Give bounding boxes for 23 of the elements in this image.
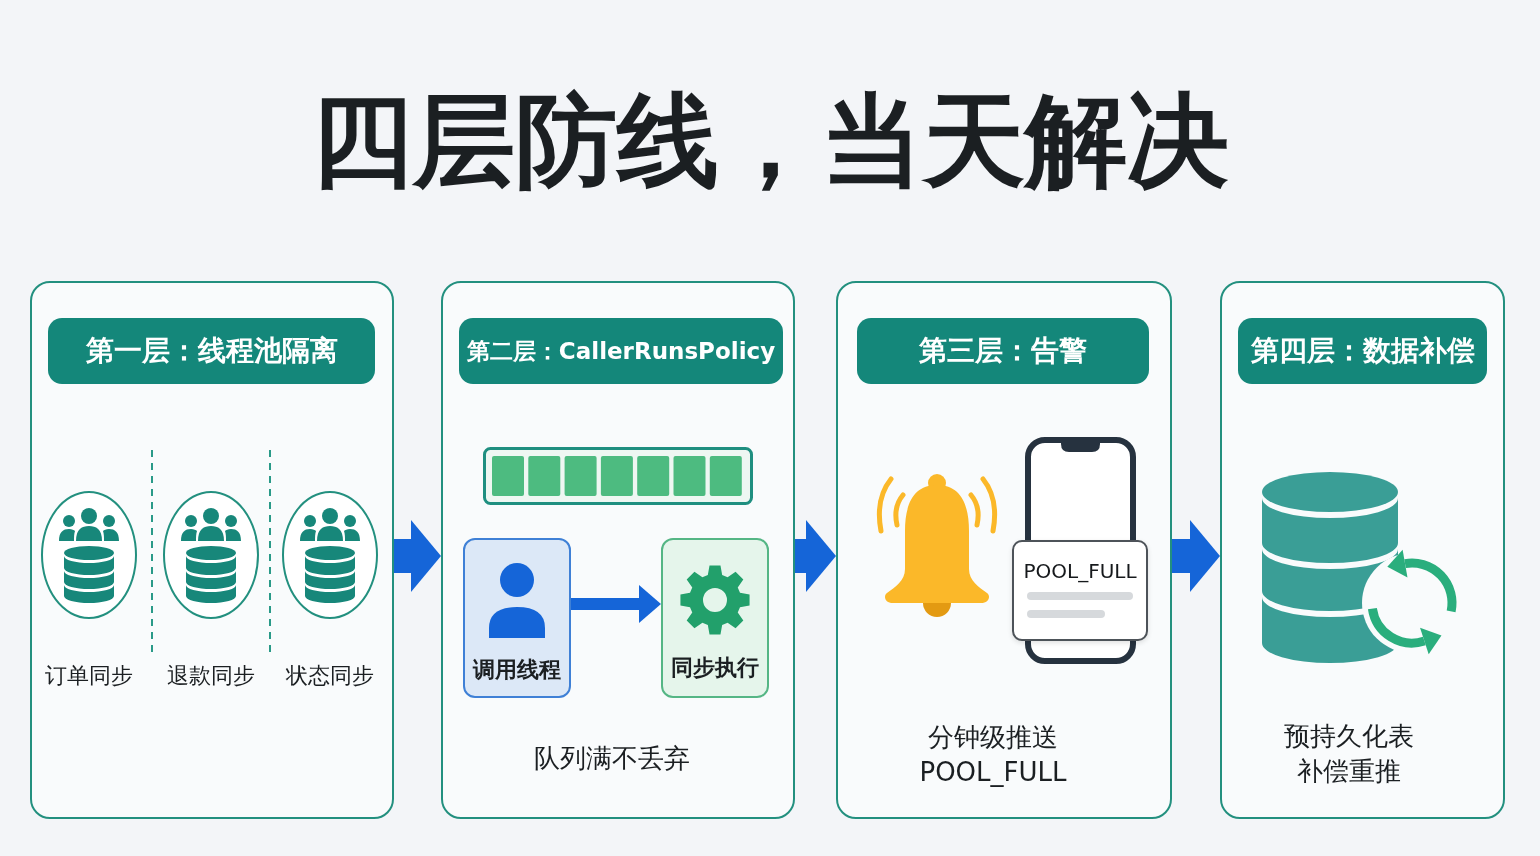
layer-panel xyxy=(441,281,795,819)
process-box xyxy=(661,538,769,698)
arrow xyxy=(795,520,836,592)
process-label: 同步执行 xyxy=(671,654,759,682)
arrow xyxy=(394,520,441,592)
notification-title: POOL_FULL xyxy=(1023,558,1137,584)
layer-heading: 第三层：告警 xyxy=(857,318,1149,384)
caption-text: 分钟级推送 POOL_FULL xyxy=(918,721,1068,789)
layer-panel xyxy=(30,281,394,819)
layer-heading: 第一层：线程池隔离 xyxy=(48,318,375,384)
arrow xyxy=(571,585,661,623)
title: 四层防线，当天解决 xyxy=(311,80,1229,202)
caption-text: 队列满不丢弃 xyxy=(534,742,690,775)
caption-text: 状态同步 xyxy=(286,662,374,690)
caption-text: 退款同步 xyxy=(167,662,255,690)
process-box xyxy=(463,538,571,698)
caption-text: 订单同步 xyxy=(45,662,133,690)
arrow xyxy=(1172,520,1220,592)
process-label: 调用线程 xyxy=(473,656,561,684)
layer-heading: 第二层：CallerRunsPolicy xyxy=(459,318,783,384)
layer-heading: 第四层：数据补偿 xyxy=(1238,318,1487,384)
notification-card xyxy=(1012,540,1148,641)
caption-text: 预持久化表补偿重推 xyxy=(1283,720,1415,788)
